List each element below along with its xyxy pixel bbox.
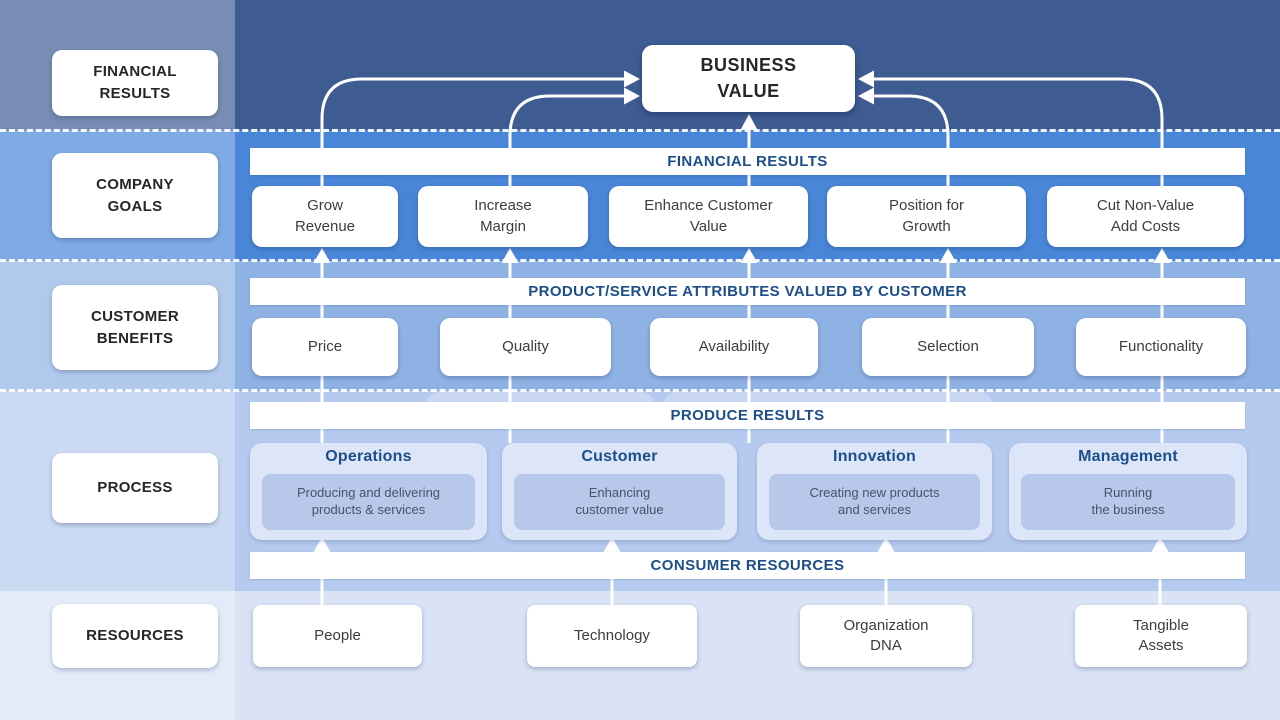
sidebar-label: PROCESS (97, 479, 173, 497)
benefit-box-quality: Quality (440, 318, 611, 376)
sidebar-label: RESOURCES (86, 627, 184, 645)
goal-box-increase-margin: Increase Margin (418, 186, 588, 247)
goal-box-enhance-customer-value: Enhance Customer Value (609, 186, 808, 247)
band-divider (0, 129, 1280, 132)
resource-label: Tangible Assets (1133, 616, 1189, 654)
resource-box-tangible-assets: Tangible Assets (1075, 605, 1247, 667)
band-divider (0, 389, 1280, 392)
process-title: Operations (325, 448, 412, 465)
benefit-box-availability: Availability (650, 318, 818, 376)
process-group-management: Management Running the business (1009, 443, 1247, 540)
consumer-resources-bar: CONSUMER RESOURCES (250, 552, 1245, 579)
sidebar-item-company-goals: COMPANY GOALS (52, 153, 218, 238)
resource-label: Technology (574, 626, 650, 644)
process-description-box: Enhancing customer value (514, 474, 725, 530)
resource-box-people: People (253, 605, 422, 667)
resource-box-technology: Technology (527, 605, 697, 667)
business-value-label: BUSINESS VALUE (700, 55, 797, 101)
goal-box-position-for-growth: Position for Growth (827, 186, 1026, 247)
process-description-box: Running the business (1021, 474, 1235, 530)
goal-label: Enhance Customer Value (644, 197, 773, 235)
process-description-box: Producing and delivering products & serv… (262, 474, 475, 530)
goal-label: Grow Revenue (294, 197, 356, 235)
financial-results-bar: FINANCIAL RESULTS (250, 148, 1245, 175)
process-title: Management (1078, 448, 1178, 465)
sidebar-label: CUSTOMER BENEFITS (91, 307, 179, 347)
benefit-label: Selection (917, 337, 979, 355)
process-title: Innovation (833, 448, 916, 465)
benefit-box-selection: Selection (862, 318, 1034, 376)
produce-results-bar: PRODUCE RESULTS (250, 402, 1245, 429)
process-description: Enhancing customer value (575, 485, 664, 517)
goal-label: Increase Margin (474, 197, 532, 235)
process-description-box: Creating new products and services (769, 474, 980, 530)
benefit-label: Availability (698, 337, 770, 355)
consumer-resources-bar-label: CONSUMER RESOURCES (650, 557, 845, 574)
benefit-label: Quality (502, 337, 549, 355)
resource-label: People (314, 626, 361, 644)
goal-label: Cut Non-Value Add Costs (1096, 197, 1195, 235)
benefit-box-functionality: Functionality (1076, 318, 1246, 376)
process-group-customer: Customer Enhancing customer value (502, 443, 737, 540)
sidebar-item-financial-results: FINANCIAL RESULTS (52, 50, 218, 116)
process-group-innovation: Innovation Creating new products and ser… (757, 443, 992, 540)
sidebar-item-customer-benefits: CUSTOMER BENEFITS (52, 285, 218, 370)
sidebar-label: FINANCIAL RESULTS (93, 63, 177, 102)
attributes-bar-label: PRODUCT/SERVICE ATTRIBUTES VALUED BY CUS… (528, 283, 967, 300)
process-description: Producing and delivering products & serv… (296, 485, 441, 517)
produce-results-bar-label: PRODUCE RESULTS (670, 407, 825, 424)
process-description: Creating new products and services (809, 485, 940, 517)
sidebar-item-resources: RESOURCES (52, 604, 218, 668)
process-description: Running the business (1091, 485, 1165, 517)
process-group-operations: Operations Producing and delivering prod… (250, 443, 487, 540)
benefit-box-price: Price (252, 318, 398, 376)
band-divider (0, 259, 1280, 262)
financial-results-bar-label: FINANCIAL RESULTS (667, 153, 828, 170)
goal-label: Position for Growth (888, 197, 965, 235)
resource-label: Organization DNA (843, 616, 929, 654)
goal-box-cut-costs: Cut Non-Value Add Costs (1047, 186, 1244, 247)
attributes-bar: PRODUCT/SERVICE ATTRIBUTES VALUED BY CUS… (250, 278, 1245, 305)
benefit-label: Functionality (1118, 337, 1204, 355)
benefit-label: Price (307, 337, 343, 355)
resource-box-organization-dna: Organization DNA (800, 605, 972, 667)
sidebar-item-process: PROCESS (52, 453, 218, 523)
sidebar-label: COMPANY GOALS (96, 175, 174, 215)
process-title: Customer (581, 448, 658, 465)
business-value-box: BUSINESS VALUE (642, 45, 855, 112)
goal-box-grow-revenue: Grow Revenue (252, 186, 398, 247)
